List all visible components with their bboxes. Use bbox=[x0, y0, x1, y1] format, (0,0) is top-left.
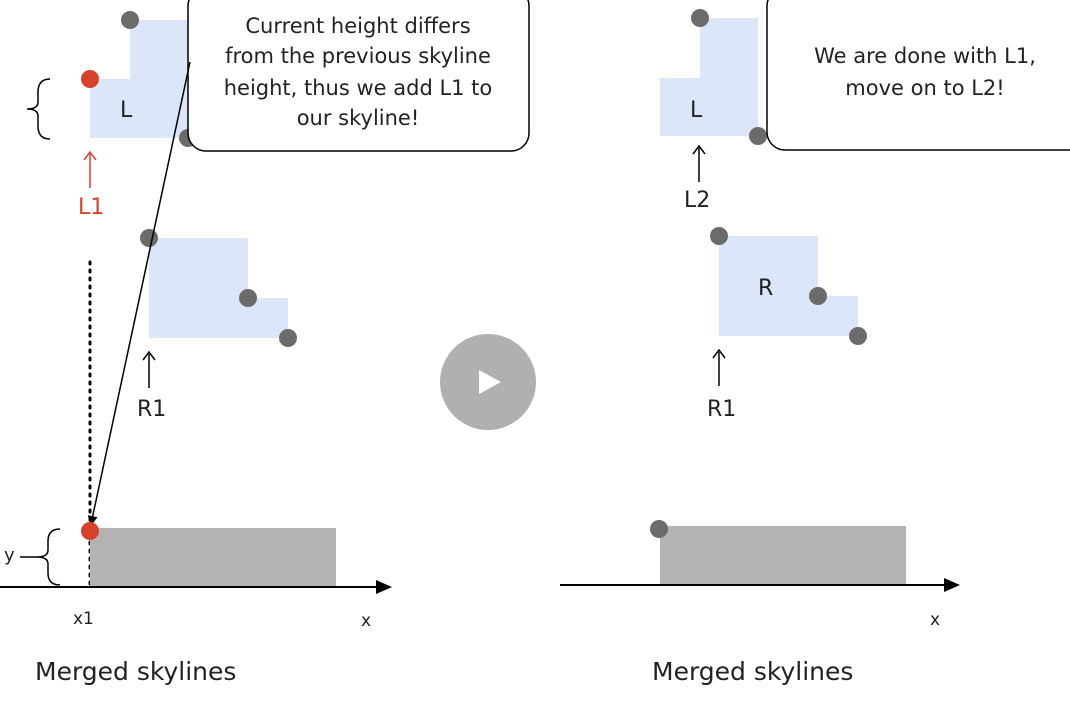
right-l-point-top bbox=[691, 9, 709, 27]
left-l1-arrowhead bbox=[83, 150, 97, 161]
right-merged-point bbox=[650, 520, 668, 538]
right-x-axis-label: x bbox=[930, 610, 940, 630]
play-icon[interactable] bbox=[440, 334, 536, 430]
right-l-shape bbox=[660, 18, 758, 136]
left-merged-skyline bbox=[90, 528, 336, 586]
left-x-axis-label: x bbox=[361, 611, 371, 631]
right-r-shape bbox=[719, 236, 858, 336]
right-x-axis-arrowhead bbox=[944, 578, 960, 592]
left-merged-point bbox=[81, 522, 99, 540]
left-l1-point bbox=[81, 70, 99, 88]
left-x-axis-arrowhead bbox=[376, 580, 392, 594]
left-r-point-1 bbox=[140, 229, 158, 247]
left-callout-line-1: Current height differs bbox=[245, 14, 470, 38]
left-l-shape bbox=[90, 20, 188, 138]
right-panel: L L2 We are done with L1, move on to L2!… bbox=[560, 0, 1070, 686]
right-l-label: L bbox=[690, 98, 703, 123]
left-l-point-top bbox=[121, 11, 139, 29]
left-r-point-3 bbox=[279, 329, 297, 347]
left-r1-arrowhead bbox=[142, 350, 156, 361]
left-x1-tick-label: x1 bbox=[73, 609, 94, 629]
right-r-point-1 bbox=[710, 227, 728, 245]
right-callout-line-2: move on to L2! bbox=[845, 76, 1004, 100]
right-r-label: R bbox=[758, 276, 773, 301]
right-callout-box bbox=[766, 0, 1070, 151]
right-r-point-3 bbox=[849, 327, 867, 345]
left-l-label: L bbox=[120, 98, 133, 123]
left-r1-label: R1 bbox=[137, 397, 166, 422]
right-callout-line-1: We are done with L1, bbox=[814, 44, 1036, 68]
right-r1-arrowhead bbox=[712, 348, 726, 359]
left-panel: L L1 Current height differs from the pre… bbox=[0, 0, 530, 686]
left-l1-label: L1 bbox=[78, 195, 104, 220]
left-r-point-2 bbox=[239, 289, 257, 307]
right-l2-label: L2 bbox=[684, 188, 710, 213]
left-callout-pointer-arrow bbox=[87, 61, 191, 526]
right-l2-arrowhead bbox=[692, 144, 706, 155]
left-callout-line-4: our skyline! bbox=[297, 106, 420, 130]
right-caption: Merged skylines bbox=[652, 657, 853, 686]
left-y-label: y bbox=[4, 545, 15, 566]
left-l-brace bbox=[26, 78, 51, 140]
right-r1-label: R1 bbox=[707, 397, 736, 422]
right-merged-skyline bbox=[660, 526, 906, 585]
right-l-point-bottom bbox=[749, 127, 767, 145]
right-r-point-2 bbox=[809, 287, 827, 305]
left-caption: Merged skylines bbox=[35, 657, 236, 686]
left-callout-line-2: from the previous skyline bbox=[225, 44, 491, 68]
left-y-brace bbox=[36, 528, 61, 586]
left-callout-line-3: height, thus we add L1 to bbox=[224, 76, 493, 100]
left-r-shape bbox=[149, 238, 288, 338]
